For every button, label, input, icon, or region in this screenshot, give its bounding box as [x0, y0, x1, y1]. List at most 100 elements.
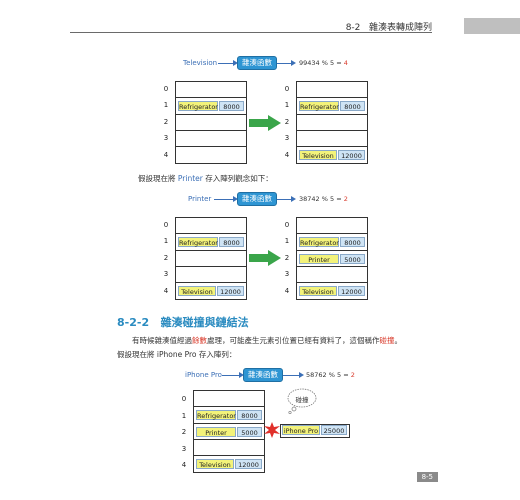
array-slot	[297, 82, 367, 98]
d1-left-index-2: 2	[163, 118, 169, 126]
d2-result-value: 2	[343, 195, 348, 203]
para-line1-mid: 處理，可能產生元素引位置已經有資料了，這個稱作	[207, 336, 380, 345]
d2-left-index-3: 3	[163, 270, 169, 278]
para-line1-hl1: 餘數	[192, 336, 207, 345]
d2-left-index-1: 1	[163, 237, 169, 245]
item-value: 12000	[217, 286, 244, 296]
collision-bubble	[287, 388, 317, 414]
item-name: Refrigerator	[178, 237, 218, 247]
d3-index-2: 2	[181, 428, 187, 436]
d3-index-0: 0	[181, 395, 187, 403]
collision-bubble-text: 碰撞	[295, 396, 309, 404]
d2-result-expr: 38742 % 5 =	[299, 195, 344, 203]
array-slot: Refrigerator 8000	[297, 98, 367, 115]
header-chapter: 8-2	[345, 23, 361, 33]
d3-result: 58762 % 5 = 2	[306, 371, 355, 379]
item-value: 8000	[340, 101, 365, 111]
array-slot	[194, 440, 264, 456]
d2-transition-arrow	[249, 250, 281, 266]
item-name: Refrigerator	[299, 237, 339, 247]
item-name: Refrigerator	[196, 410, 236, 420]
text1-post: 存入陣列觀念如下：	[202, 174, 273, 183]
d1-right-index-1: 1	[284, 101, 290, 109]
array-slot	[176, 218, 246, 234]
array-slot: Television 12000	[194, 456, 264, 472]
edge-tab	[464, 18, 520, 34]
d1-left-index-0: 0	[163, 85, 169, 93]
d2-left-index-0: 0	[163, 221, 169, 229]
d1-right-index-4: 4	[284, 151, 290, 159]
d1-key: Television	[183, 59, 218, 67]
d2-arrowhead-b	[291, 196, 296, 202]
para-line1-hl2: 碰撞	[379, 336, 395, 345]
d3-line-a	[222, 375, 242, 376]
text1-key: Printer	[177, 174, 203, 183]
array-slot: Refrigerator 8000	[176, 98, 246, 115]
d3-hash-function: 雜湊函數	[243, 368, 283, 382]
d2-line-b	[277, 199, 293, 200]
d2-right-array: Refrigerator 8000 Printer 5000 Televisio…	[296, 217, 368, 300]
array-slot: Printer 5000	[194, 424, 264, 440]
d1-left-index-3: 3	[163, 134, 169, 142]
array-slot: Refrigerator 8000	[194, 407, 264, 424]
array-slot	[297, 131, 367, 147]
array-slot: Printer 5000	[297, 251, 367, 267]
array-slot	[176, 267, 246, 283]
d2-hash-function: 雜湊函數	[237, 192, 277, 206]
array-slot	[176, 115, 246, 131]
d2-arrowhead-a	[233, 196, 238, 202]
d2-left-index-4: 4	[163, 287, 169, 295]
array-slot	[297, 267, 367, 283]
section-title: 雜湊碰撞與鏈結法	[160, 316, 249, 329]
d1-arrowhead-a	[233, 60, 238, 66]
d1-right-index-0: 0	[284, 85, 290, 93]
array-slot	[176, 131, 246, 147]
item-value: 12000	[235, 459, 262, 469]
d2-right-index-3: 3	[284, 270, 290, 278]
array-slot	[176, 251, 246, 267]
d2-line-a	[214, 199, 236, 200]
d2-result: 38742 % 5 = 2	[299, 195, 348, 203]
item-value: 5000	[237, 427, 262, 437]
d1-right-index-3: 3	[284, 134, 290, 142]
collision-burst-icon	[264, 422, 280, 438]
d1-result-expr: 99434 % 5 =	[299, 59, 344, 67]
d1-left-array: Refrigerator 8000	[175, 81, 247, 164]
collided-item-name: iPhone Pro	[282, 425, 320, 435]
d3-result-expr: 58762 % 5 =	[306, 371, 351, 379]
array-slot: Refrigerator 8000	[176, 234, 246, 251]
array-slot	[297, 218, 367, 234]
d2-right-index-1: 1	[284, 237, 290, 245]
array-slot	[176, 147, 246, 163]
array-slot: Television 12000	[176, 283, 246, 299]
intro-printer-text: 假設現在將 Printer 存入陣列觀念如下：	[138, 173, 273, 184]
d2-right-index-0: 0	[284, 221, 290, 229]
d3-index-3: 3	[181, 445, 187, 453]
d1-transition-arrow	[249, 115, 281, 131]
d3-key: iPhone Pro	[185, 371, 222, 379]
d1-hash-function: 雜湊函數	[237, 56, 277, 70]
text1-pre: 假設現在將	[138, 174, 178, 183]
d3-line-b	[283, 375, 301, 376]
d1-line-a	[218, 63, 236, 64]
item-name: Television	[178, 286, 216, 296]
collided-item-value: 25000	[321, 425, 347, 435]
d1-line-b	[277, 63, 293, 64]
collision-paragraph-line2: 假設現在將 iPhone Pro 存入陣列：	[117, 350, 237, 359]
d3-index-4: 4	[181, 461, 187, 469]
collided-item: iPhone Pro 25000	[280, 424, 350, 438]
array-slot	[176, 82, 246, 98]
item-value: 5000	[340, 254, 365, 264]
d1-right-array: Refrigerator 8000 Television 12000	[296, 81, 368, 164]
array-slot	[297, 115, 367, 131]
d1-result: 99434 % 5 = 4	[299, 59, 348, 67]
array-slot: Television 12000	[297, 283, 367, 299]
item-name: Television	[196, 459, 234, 469]
array-slot: Television 12000	[297, 147, 367, 163]
array-slot: Refrigerator 8000	[297, 234, 367, 251]
section-number: 8-2-2	[117, 316, 150, 329]
d1-right-index-2: 2	[284, 118, 290, 126]
item-value: 8000	[219, 101, 244, 111]
array-slot	[194, 391, 264, 407]
item-name: Printer	[196, 427, 236, 437]
